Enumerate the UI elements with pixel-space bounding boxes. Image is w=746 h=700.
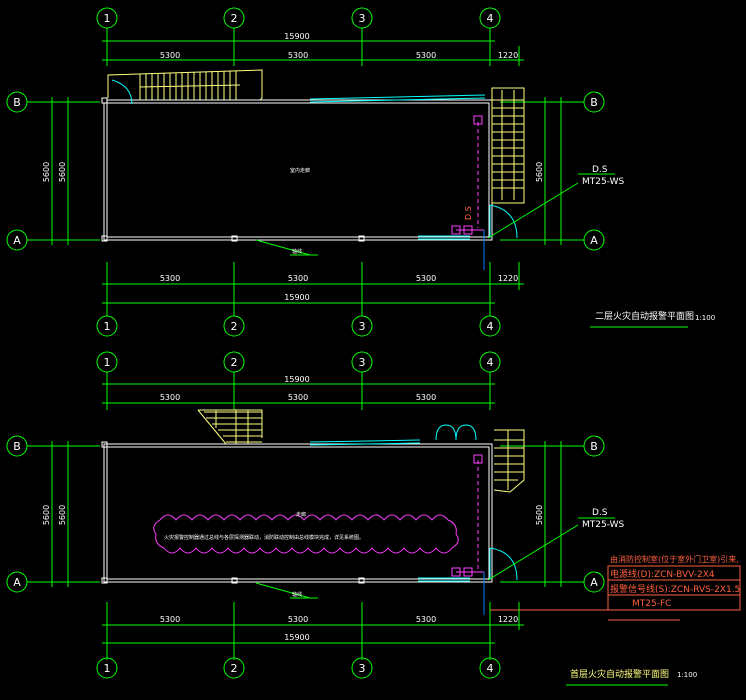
upper-top-axis-bubbles	[96, 7, 524, 66]
lower-row-a-left: A	[13, 576, 21, 589]
upper-dim-ext-top: 1220	[498, 51, 518, 60]
upper-row-a-right: A	[590, 234, 598, 247]
upper-leader	[255, 173, 615, 256]
lower-dim-bay3-top: 5300	[416, 393, 436, 402]
lower-room-label: 走廊	[296, 511, 306, 518]
lower-note-box	[490, 565, 741, 621]
lower-door-right	[489, 547, 518, 581]
upper-col-2: 2	[231, 12, 238, 25]
upper-dim-bay2-bottom: 5300	[288, 274, 308, 283]
lower-bottom-dims	[96, 602, 524, 679]
lower-dim-bay1-bottom: 5300	[160, 615, 180, 624]
upper-col-2b: 2	[231, 320, 238, 333]
upper-col-4b: 4	[487, 320, 494, 333]
upper-dim-bay3-bottom: 5300	[416, 274, 436, 283]
upper-door-right	[489, 204, 518, 239]
upper-room-label: 室内走廊	[290, 167, 310, 174]
lower-depth-right-1: 5600	[535, 505, 544, 525]
upper-stair-right	[491, 87, 525, 204]
lower-depth-left-1: 5600	[42, 505, 51, 525]
upper-depth-left-1: 5600	[42, 162, 51, 182]
lower-device-label-bottom: MT25-WS	[582, 520, 624, 530]
upper-small-label: D.S	[464, 206, 473, 220]
lower-note-line-2: 电源线(D):ZCN-BVV-2X4	[610, 568, 715, 580]
upper-row-bubbles	[6, 91, 605, 251]
upper-dim-total-top: 15900	[284, 32, 309, 41]
lower-col-3: 3	[359, 356, 366, 369]
lower-row-b-left: B	[13, 440, 21, 453]
lower-leader	[255, 517, 615, 599]
lower-col-1: 1	[104, 356, 111, 369]
lower-note-line-4: MT25-FC	[632, 599, 671, 609]
lower-stair-right	[493, 429, 525, 493]
upper-dim-bay1-bottom: 5300	[160, 274, 180, 283]
upper-col-3b: 3	[359, 320, 366, 333]
upper-door-topleft	[111, 79, 133, 105]
lower-cloud-note: 火灾报警控制器通过总线与各层探测器联动，消防联动控制由总线模块完成，详见系统图。	[164, 534, 364, 541]
upper-plan-scale: 1:100	[695, 314, 715, 322]
lower-col-2: 2	[231, 356, 238, 369]
upper-col-4: 4	[487, 12, 494, 25]
upper-dim-ext-bottom: 1220	[498, 274, 518, 283]
lower-col-4b: 4	[487, 662, 494, 675]
upper-depth-left-2: 5600	[58, 162, 67, 182]
lower-dim-bay2-bottom: 5300	[288, 615, 308, 624]
lower-depth-left-2: 5600	[58, 505, 67, 525]
lower-dim-ext-bottom: 1220	[498, 615, 518, 624]
lower-top-axis-bubbles	[96, 351, 501, 410]
upper-plan: 1 2 3 4 15900 5300 5300 5300 1220 B A B …	[6, 7, 715, 337]
lower-dim-bay2-top: 5300	[288, 393, 308, 402]
lower-row-a-right: A	[590, 576, 598, 589]
upper-device-label-top: D.S	[592, 165, 608, 175]
upper-device-label-bottom: MT25-WS	[582, 177, 624, 187]
upper-dim-bay1-top: 5300	[160, 51, 180, 60]
lower-col-2b: 2	[231, 662, 238, 675]
upper-dim-bay2-top: 5300	[288, 51, 308, 60]
lower-col-1b: 1	[104, 662, 111, 675]
lower-plan-title: 首层火灾自动报警平面图	[570, 668, 669, 680]
lower-col-4: 4	[487, 356, 494, 369]
lower-stair-top	[197, 409, 263, 445]
lower-dim-bay1-top: 5300	[160, 393, 180, 402]
upper-col-3: 3	[359, 12, 366, 25]
upper-alarm-devices	[451, 115, 484, 235]
upper-col-1: 1	[104, 12, 111, 25]
upper-row-a-left: A	[13, 234, 21, 247]
lower-windows	[309, 424, 477, 582]
upper-windows	[309, 94, 486, 240]
upper-col-1b: 1	[104, 320, 111, 333]
upper-dim-bay3-top: 5300	[416, 51, 436, 60]
lower-device-label-top: D.S	[592, 508, 608, 518]
lower-row-bubbles	[6, 435, 605, 593]
lower-alarm-devices	[451, 454, 484, 577]
lower-dim-total-top: 15900	[284, 375, 309, 384]
upper-plan-title: 二层火灾自动报警平面图	[595, 310, 694, 322]
lower-dim-bay3-bottom: 5300	[416, 615, 436, 624]
upper-stair-top	[107, 69, 263, 101]
lower-plan: 1 2 3 4 15900 5300 5300 5300 B A B A 560…	[6, 351, 741, 686]
lower-note-line-3: 报警信号线(S):ZCN-RVS-2X1.5	[610, 583, 740, 595]
lower-revision-cloud	[153, 514, 459, 554]
upper-dim-total-bottom: 15900	[284, 293, 309, 302]
lower-row-b-right: B	[590, 440, 598, 453]
lower-dim-total-bottom: 15900	[284, 633, 309, 642]
lower-note-line-1: 由消防控制室(位于室外门卫室)引来,	[610, 554, 739, 564]
lower-col-3b: 3	[359, 662, 366, 675]
upper-row-b-left: B	[13, 96, 21, 109]
lower-walls	[101, 441, 493, 584]
upper-leader-label: 轴线	[292, 248, 302, 255]
upper-depth-right-1: 5600	[535, 162, 544, 182]
lower-plan-scale: 1:100	[677, 671, 697, 679]
upper-bottom-dims	[96, 262, 524, 337]
lower-leader-label: 轴线	[292, 591, 302, 598]
upper-row-b-right: B	[590, 96, 598, 109]
